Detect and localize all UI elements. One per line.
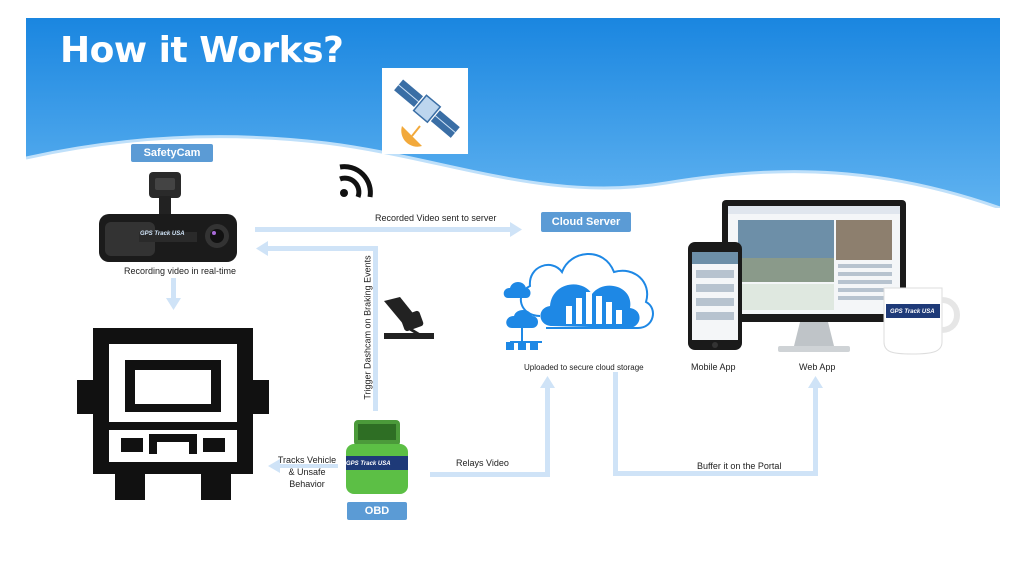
tracks-vehicle-label: Tracks Vehicle & Unsafe Behavior — [277, 455, 337, 489]
brake-pedal-icon — [384, 297, 434, 339]
dashcam-brand-text: GPS Track USA — [140, 231, 185, 237]
truck-icon — [77, 328, 269, 500]
devices-image — [688, 200, 960, 355]
page-title: How it Works? — [60, 30, 344, 71]
wireless-signal-icon — [339, 164, 373, 198]
web-app-label: Web App — [799, 362, 836, 372]
mobile-app-label: Mobile App — [691, 362, 736, 372]
dashcam-image — [99, 172, 237, 262]
uploaded-label: Uploaded to secure cloud storage — [524, 363, 644, 372]
satellite-icon — [382, 68, 468, 154]
mug-brand-text: GPS Track USA — [890, 309, 935, 315]
recorded-sent-label: Recorded Video sent to server — [375, 213, 497, 223]
recording-label: Recording video in real-time — [124, 266, 237, 276]
safetycam-tag: SafetyCam — [131, 144, 213, 162]
obd-tag: OBD — [347, 502, 407, 520]
obd-device-image — [346, 420, 408, 494]
trigger-label: Trigger Dashcam on Braking Events — [362, 255, 373, 400]
cloud-storage-icon — [503, 253, 654, 350]
obd-brand-text: GPS Track USA — [346, 461, 391, 467]
buffer-label: Buffer it on the Portal — [697, 461, 782, 471]
cloud-server-tag: Cloud Server — [541, 212, 631, 232]
relays-video-label: Relays Video — [456, 458, 509, 468]
header-banner — [26, 18, 1000, 208]
